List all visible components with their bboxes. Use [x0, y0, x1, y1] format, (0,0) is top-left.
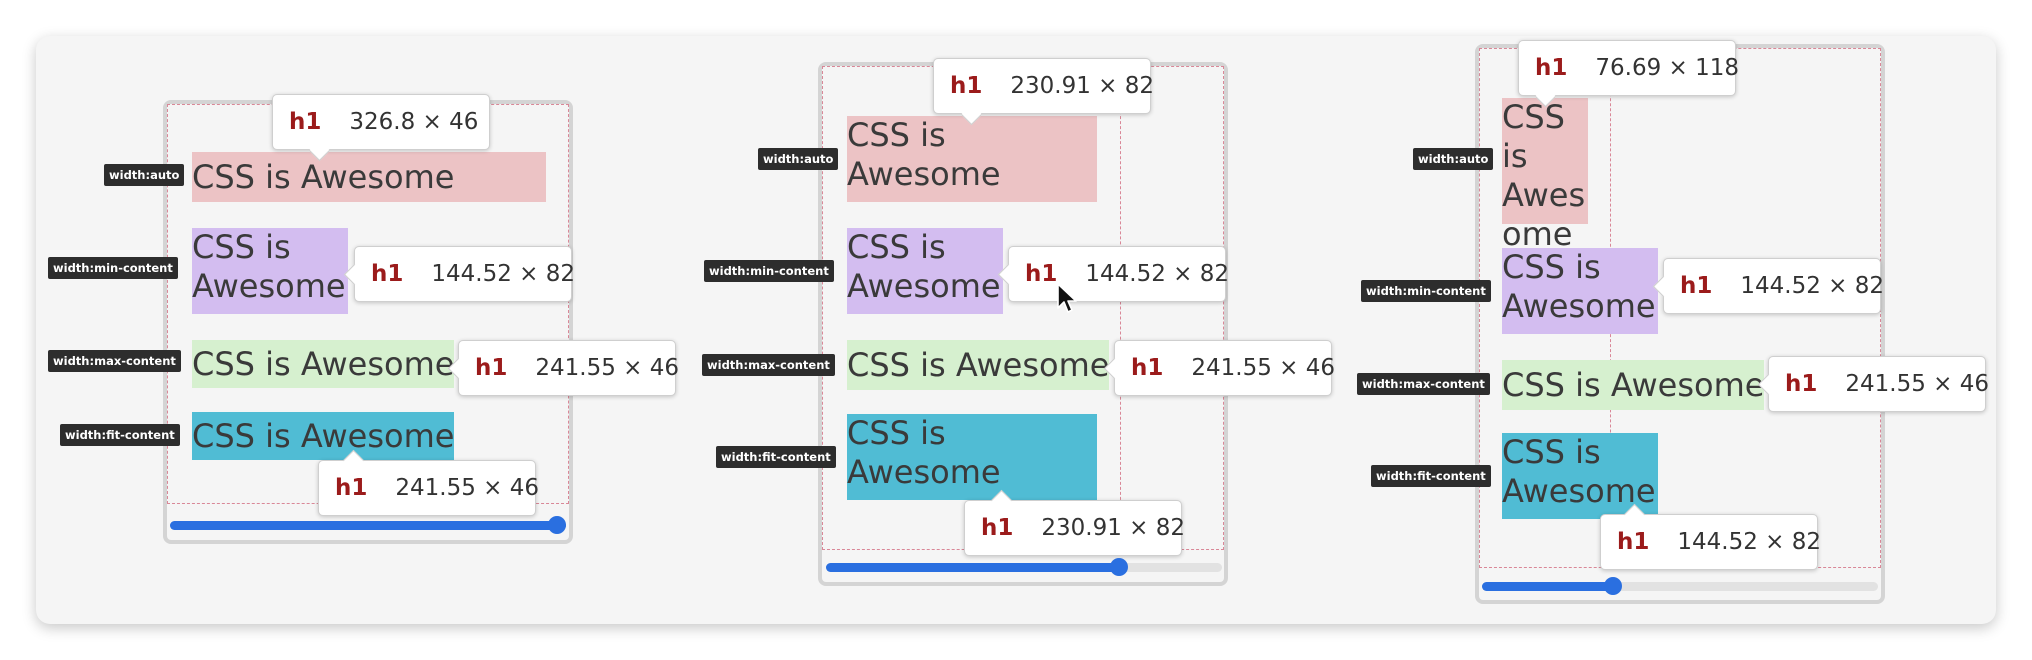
panel-3-label-min: width:min-content	[1361, 280, 1491, 302]
panel-3-h1-min: CSS is Awesome	[1502, 248, 1658, 334]
panel-1-label-min: width:min-content	[48, 257, 178, 279]
tooltip-tag: h1	[335, 475, 368, 501]
panel-1-tooltip-max: h1 241.55 × 46	[458, 340, 680, 396]
slider-thumb[interactable]	[548, 516, 566, 534]
panel-2-h1-fit: CSS is Awesome	[847, 414, 1097, 500]
tooltip-tag: h1	[371, 261, 404, 287]
panel-3-tooltip-min: h1 144.52 × 82	[1663, 258, 1885, 314]
panel-1-h1-min: CSS is Awesome	[192, 228, 348, 314]
mouse-pointer-icon	[1057, 283, 1077, 313]
slider-thumb[interactable]	[1603, 577, 1622, 595]
panel-3-width-slider[interactable]	[1482, 577, 1878, 595]
panel-1-tooltip-min: h1 144.52 × 82	[354, 246, 576, 302]
panel-2-h1-auto: CSS is Awesome	[847, 116, 1097, 202]
panel-2-width-slider[interactable]	[826, 558, 1222, 576]
panel-3-tooltip-auto: h1 76.69 × 118	[1518, 40, 1740, 96]
tooltip-dimensions: 241.55 × 46	[535, 355, 680, 381]
tooltip-tag: h1	[950, 73, 983, 99]
panel-3-label-auto: width:auto	[1413, 148, 1494, 170]
tooltip-tag: h1	[1617, 529, 1650, 555]
tooltip-tag: h1	[1680, 273, 1713, 299]
tooltip-dimensions: 144.52 × 82	[1085, 261, 1230, 287]
panel-3-tooltip-fit: h1 144.52 × 82	[1600, 514, 1822, 570]
tooltip-dimensions: 76.69 × 118	[1595, 55, 1740, 81]
panel-2-h1-min: CSS is Awesome	[847, 228, 1003, 314]
tooltip-tag: h1	[1535, 55, 1568, 81]
tooltip-dimensions: 241.55 × 46	[395, 475, 540, 501]
panel-1-h1-auto: CSS is Awesome	[192, 152, 546, 202]
tooltip-tag: h1	[1785, 371, 1818, 397]
tooltip-dimensions: 241.55 × 46	[1191, 355, 1336, 381]
tooltip-tag: h1	[981, 515, 1014, 541]
panel-2-label-fit: width:fit-content	[716, 446, 836, 468]
tooltip-tag: h1	[1131, 355, 1164, 381]
tooltip-dimensions: 144.52 × 82	[1740, 273, 1885, 299]
tooltip-dimensions: 144.52 × 82	[1677, 529, 1822, 555]
panel-2-tooltip-max: h1 241.55 × 46	[1114, 340, 1336, 396]
panel-3-tooltip-max: h1 241.55 × 46	[1768, 356, 1990, 412]
tooltip-tag: h1	[475, 355, 508, 381]
panel-2-label-auto: width:auto	[758, 148, 839, 170]
panel-2-tooltip-fit: h1 230.91 × 82	[964, 500, 1186, 556]
panel-1-label-auto: width:auto	[104, 164, 185, 186]
panel-3-label-fit: width:fit-content	[1371, 465, 1491, 487]
panel-1-width-slider[interactable]	[170, 516, 566, 534]
slider-thumb[interactable]	[1110, 558, 1129, 576]
tooltip-tag: h1	[1025, 261, 1058, 287]
tooltip-dimensions: 230.91 × 82	[1010, 73, 1155, 99]
panel-1-label-max: width:max-content	[48, 350, 181, 372]
slider-fill	[170, 521, 566, 530]
slider-fill	[1482, 582, 1613, 591]
tooltip-dimensions: 144.52 × 82	[431, 261, 576, 287]
tooltip-dimensions: 326.8 × 46	[349, 109, 479, 135]
panel-2-tooltip-min: h1 144.52 × 82	[1008, 246, 1230, 302]
tooltip-dimensions: 241.55 × 46	[1845, 371, 1990, 397]
panel-1-h1-fit: CSS is Awesome	[192, 412, 454, 460]
panel-2-width-guide	[1120, 66, 1121, 550]
tooltip-tag: h1	[289, 109, 322, 135]
panel-1-label-fit: width:fit-content	[60, 424, 180, 446]
tooltip-dimensions: 230.91 × 82	[1041, 515, 1186, 541]
panel-2-label-max: width:max-content	[702, 354, 835, 376]
slider-fill	[826, 563, 1120, 572]
panel-1-h1-max: CSS is Awesome	[192, 340, 454, 388]
panel-2-tooltip-auto: h1 230.91 × 82	[933, 58, 1155, 114]
panel-3-h1-auto: CSS is Awesome	[1502, 98, 1588, 253]
panel-3-label-max: width:max-content	[1357, 373, 1490, 395]
panel-2-h1-max: CSS is Awesome	[847, 340, 1109, 390]
panel-1-tooltip-auto: h1 326.8 × 46	[272, 94, 490, 150]
panel-2-label-min: width:min-content	[704, 260, 834, 282]
panel-3-h1-max: CSS is Awesome	[1502, 360, 1764, 410]
